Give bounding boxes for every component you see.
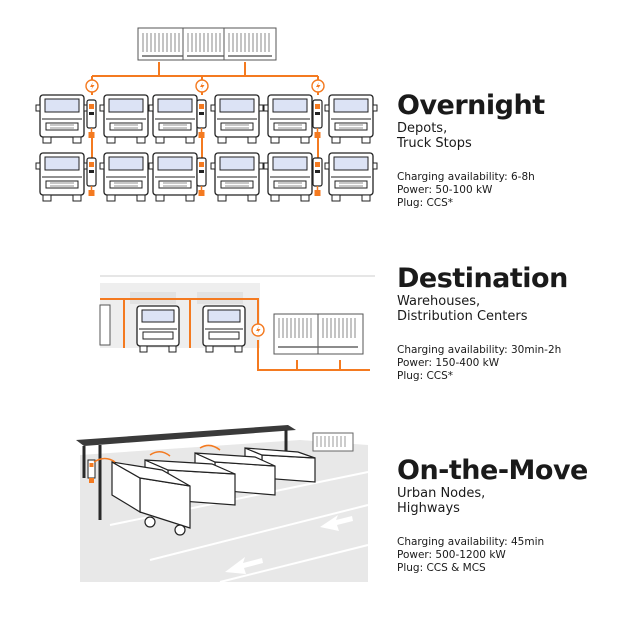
truck-icon [136, 305, 180, 353]
charging-availability: Charging availability: 30min-2h [397, 344, 562, 356]
truck-icon [99, 94, 153, 144]
truck-icon [35, 152, 89, 202]
spec-list: Charging availability: 45min Power: 500-… [397, 536, 588, 575]
truck-icon [148, 94, 202, 144]
charger-icon [312, 99, 323, 139]
truck-icon [324, 94, 378, 144]
on-the-move-text-block: On-the-Move Urban Nodes, Highways Chargi… [397, 456, 588, 575]
spec-list: Charging availability: 30min-2h Power: 1… [397, 344, 568, 383]
charging-availability: Charging availability: 45min [397, 536, 545, 548]
section-overnight: Overnight Depots, Truck Stops Charging a… [0, 0, 640, 215]
truck-icon [202, 305, 246, 353]
power-cable [100, 298, 370, 371]
section-subtitle: Urban Nodes, Highways [397, 486, 486, 516]
section-subtitle: Depots, Truck Stops [397, 121, 472, 151]
destination-text-block: Destination Warehouses, Distribution Cen… [397, 264, 568, 383]
power-cable [91, 62, 319, 158]
battery-cabinet-icon [273, 313, 364, 355]
power-rating: Power: 50-100 kW [397, 184, 493, 196]
overnight-depot-illustration [35, 27, 378, 202]
plug-type: Plug: CCS* [397, 370, 454, 382]
section-title: Overnight [397, 90, 545, 121]
lightning-icon [311, 79, 325, 93]
truck-icon [99, 152, 153, 202]
charging-availability: Charging availability: 6-8h [397, 171, 535, 183]
carport-canopy-icon [76, 425, 296, 520]
charger-icon [196, 99, 207, 139]
truck-icon [263, 94, 317, 144]
charger-icon [86, 157, 97, 197]
lightning-icon [195, 79, 209, 93]
section-subtitle: Warehouses, Distribution Centers [397, 294, 528, 324]
plug-type: Plug: CCS & MCS [397, 562, 486, 574]
section-title: Destination [397, 263, 568, 294]
truck-icon [148, 152, 202, 202]
spec-list: Charging availability: 6-8h Power: 50-10… [397, 171, 545, 210]
charger-icon [86, 99, 97, 139]
highway-hub-illustration [76, 425, 369, 583]
section-on-the-move: On-the-Move Urban Nodes, Highways Chargi… [0, 425, 640, 590]
destination-warehouse-illustration [99, 275, 375, 371]
charger-icon [87, 459, 96, 483]
truck-icon [210, 152, 264, 202]
plug-type: Plug: CCS* [397, 197, 454, 209]
battery-cabinet-icon [312, 432, 354, 452]
section-destination: Destination Warehouses, Distribution Cen… [0, 262, 640, 402]
section-title: On-the-Move [397, 455, 588, 486]
lightning-icon [85, 79, 99, 93]
truck-icon [263, 152, 317, 202]
overnight-text-block: Overnight Depots, Truck Stops Charging a… [397, 91, 545, 210]
battery-cabinet-icon [137, 27, 191, 61]
charger-icon [196, 157, 207, 197]
power-rating: Power: 500-1200 kW [397, 549, 506, 561]
power-rating: Power: 150-400 kW [397, 357, 500, 369]
truck-icon [324, 152, 378, 202]
truck-icon [35, 94, 89, 144]
charger-icon [312, 157, 323, 197]
truck-icon [210, 94, 264, 144]
battery-cabinet-icon [223, 27, 277, 61]
road-arrow-icon [225, 515, 353, 574]
truck-icon [111, 460, 191, 536]
